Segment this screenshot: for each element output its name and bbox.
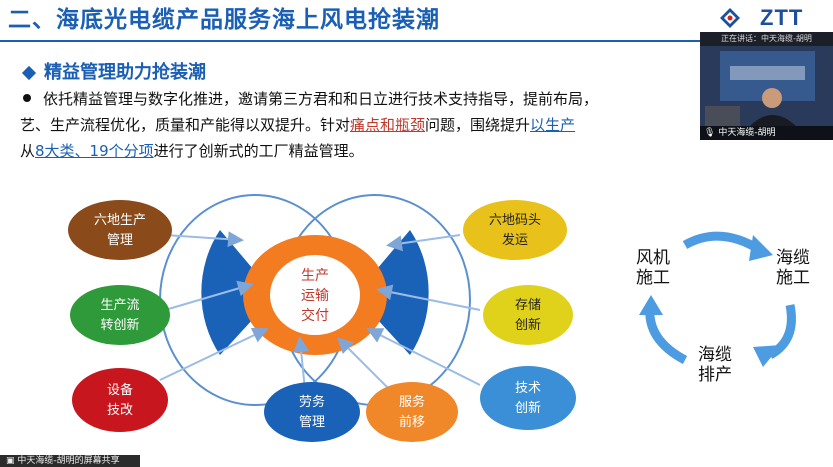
svg-text:六地生产: 六地生产 bbox=[94, 213, 146, 228]
svg-text:转创新: 转创新 bbox=[100, 317, 139, 333]
para-text-4: 从 bbox=[20, 142, 36, 160]
cycle-arrow-top bbox=[682, 231, 763, 254]
bubble-production-flow: 生产流 转创新 bbox=[70, 285, 170, 345]
bubble-storage-innovation: 存储 创新 bbox=[483, 285, 573, 345]
center-text-1: 生产 bbox=[301, 268, 329, 284]
para-highlight-categories: 8大类、19个分项 bbox=[35, 142, 154, 160]
center-core bbox=[270, 255, 360, 335]
bubble-service-forward: 服务 前移 bbox=[366, 382, 458, 442]
bullet-icon bbox=[23, 94, 31, 102]
title-divider bbox=[0, 40, 700, 42]
logo-text: ZTT bbox=[760, 5, 804, 30]
body-paragraph: 依托精益管理与数字化推进，邀请第三方君和和日立进行技术支持指导，提前布局， 艺、… bbox=[20, 86, 700, 164]
lean-management-diagram: 生产 运输 交付 六地生产 管理 生产流 转创新 设备 技改 bbox=[68, 194, 576, 442]
bubble-equipment-upgrade: 设备 技改 bbox=[72, 368, 168, 432]
bubble-six-site-shipping: 六地码头 发运 bbox=[463, 200, 567, 260]
cycle-cable-scheduling-1: 海缆 bbox=[698, 345, 732, 365]
speaking-indicator: 正在讲话：中天海缆-胡明 bbox=[700, 32, 833, 46]
svg-text:设备: 设备 bbox=[107, 382, 133, 398]
svg-text:存储: 存储 bbox=[515, 298, 541, 313]
cycle-wind-turbine-2: 施工 bbox=[636, 268, 670, 288]
para-text-1: 依托精益管理与数字化推进，邀请第三方君和和日立进行技术支持指导，提前布局， bbox=[43, 90, 599, 108]
center-text-3: 交付 bbox=[301, 307, 329, 324]
svg-text:六地码头: 六地码头 bbox=[489, 213, 541, 228]
mic-icon: 🎙 bbox=[704, 128, 716, 138]
bubble-labor-management: 劳务 管理 bbox=[264, 382, 360, 442]
slide-title: 二、海底光电缆产品服务海上风电抢装潮 bbox=[8, 7, 440, 33]
svg-text:发运: 发运 bbox=[502, 232, 528, 248]
para-text-3: 问题，围绕提升 bbox=[425, 116, 531, 134]
svg-text:管理: 管理 bbox=[299, 415, 325, 430]
bubble-tech-innovation: 技术 创新 bbox=[480, 366, 576, 430]
subheading-text: 精益管理助力抢装潮 bbox=[44, 62, 206, 83]
svg-text:服务: 服务 bbox=[399, 394, 425, 410]
svg-text:管理: 管理 bbox=[107, 233, 133, 248]
speaker-name-label: 🎙 中天海缆-胡明 bbox=[700, 126, 833, 140]
para-highlight-pain-points: 痛点和瓶颈 bbox=[350, 116, 426, 134]
subheading: 精益管理助力抢装潮 bbox=[20, 58, 206, 84]
construction-cycle-diagram: 风机 施工 海缆 施工 海缆 排产 bbox=[636, 231, 810, 385]
screen-share-label: ▣ 中天海缆-胡明的屏幕共享 bbox=[0, 455, 140, 467]
svg-text:技改: 技改 bbox=[107, 403, 133, 418]
svg-text:前移: 前移 bbox=[399, 414, 425, 430]
share-icon: ▣ bbox=[6, 456, 15, 466]
cycle-cable-construction-2: 施工 bbox=[776, 268, 810, 288]
bubble-six-site-production: 六地生产 管理 bbox=[68, 200, 172, 260]
svg-text:劳务: 劳务 bbox=[299, 394, 325, 410]
svg-text:技术: 技术 bbox=[515, 381, 541, 396]
center-text-2: 运输 bbox=[301, 288, 329, 304]
svg-text:创新: 创新 bbox=[515, 317, 541, 333]
cycle-cable-construction-1: 海缆 bbox=[776, 248, 810, 268]
cycle-cable-scheduling-2: 排产 bbox=[698, 365, 732, 385]
para-highlight-production: 以生产 bbox=[530, 116, 576, 134]
ztt-logo-icon bbox=[720, 8, 740, 28]
svg-text:创新: 创新 bbox=[515, 400, 541, 416]
speaker-video-tile[interactable]: 正在讲话：中天海缆-胡明 🎙 中天海缆-胡明 bbox=[700, 32, 833, 140]
cycle-wind-turbine-1: 风机 bbox=[636, 248, 670, 268]
speaker-video-feed bbox=[700, 46, 833, 126]
para-text-2: 艺、生产流程优化，质量和产能得以双提升。针对 bbox=[20, 116, 351, 134]
diamond-bullet-icon bbox=[21, 65, 37, 81]
para-text-5: 进行了创新式的工厂精益管理。 bbox=[153, 142, 364, 160]
svg-text:生产流: 生产流 bbox=[100, 298, 139, 313]
